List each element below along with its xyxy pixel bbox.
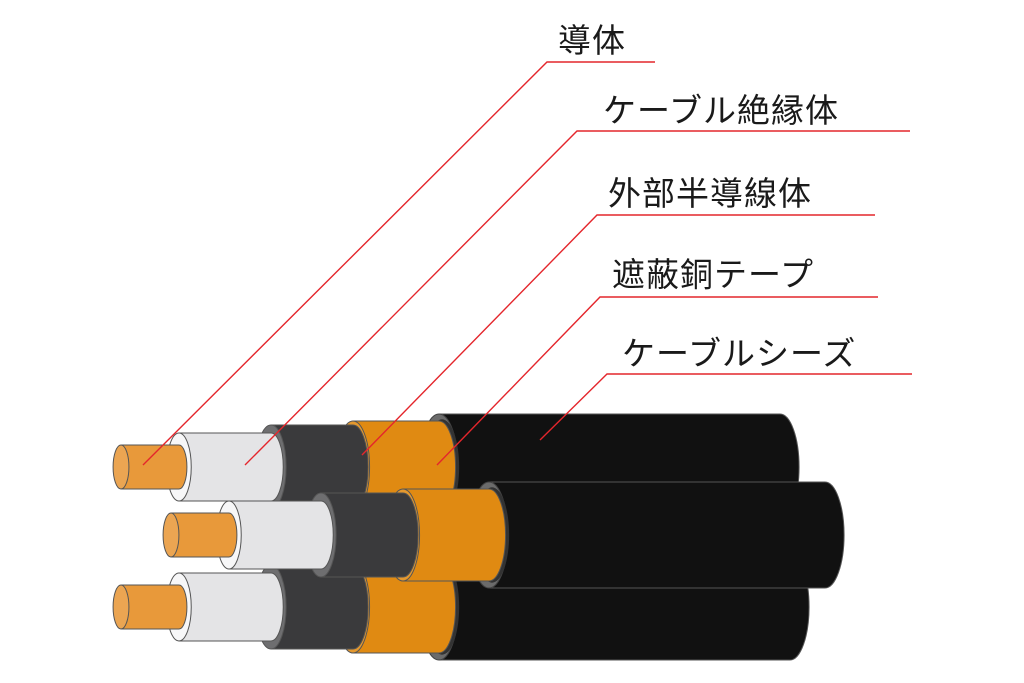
cable-top-conductor-body bbox=[120, 444, 188, 490]
leader-line-conductor bbox=[142, 61, 655, 466]
label-semiconductor: 外部半導線体 bbox=[608, 174, 812, 213]
cable-middle-semiconductor-body bbox=[320, 492, 419, 578]
label-copper-tape: 遮蔽銅テープ bbox=[612, 255, 815, 294]
leader-line-semiconductor bbox=[361, 214, 875, 456]
cable-middle-tape-body bbox=[402, 488, 507, 582]
label-conductor: 導体 bbox=[558, 21, 626, 60]
leader-line-copper-tape bbox=[436, 296, 878, 466]
leader-line-sheath bbox=[539, 373, 912, 441]
cable-top-conductor-face bbox=[112, 444, 130, 490]
label-insulation: ケーブル絶縁体 bbox=[603, 91, 840, 130]
cable-bottom-conductor-face bbox=[112, 584, 130, 630]
leader-line-insulation bbox=[244, 130, 910, 466]
cable-bottom-insulation-body bbox=[178, 572, 284, 642]
cable-middle-insulation-body bbox=[228, 500, 334, 570]
cable-middle-sheath-body bbox=[488, 481, 845, 589]
cable-middle-conductor-body bbox=[170, 512, 238, 558]
cable-middle-conductor-face bbox=[162, 512, 180, 558]
cable-bottom-conductor-body bbox=[120, 584, 188, 630]
label-sheath: ケーブルシーズ bbox=[622, 334, 857, 373]
